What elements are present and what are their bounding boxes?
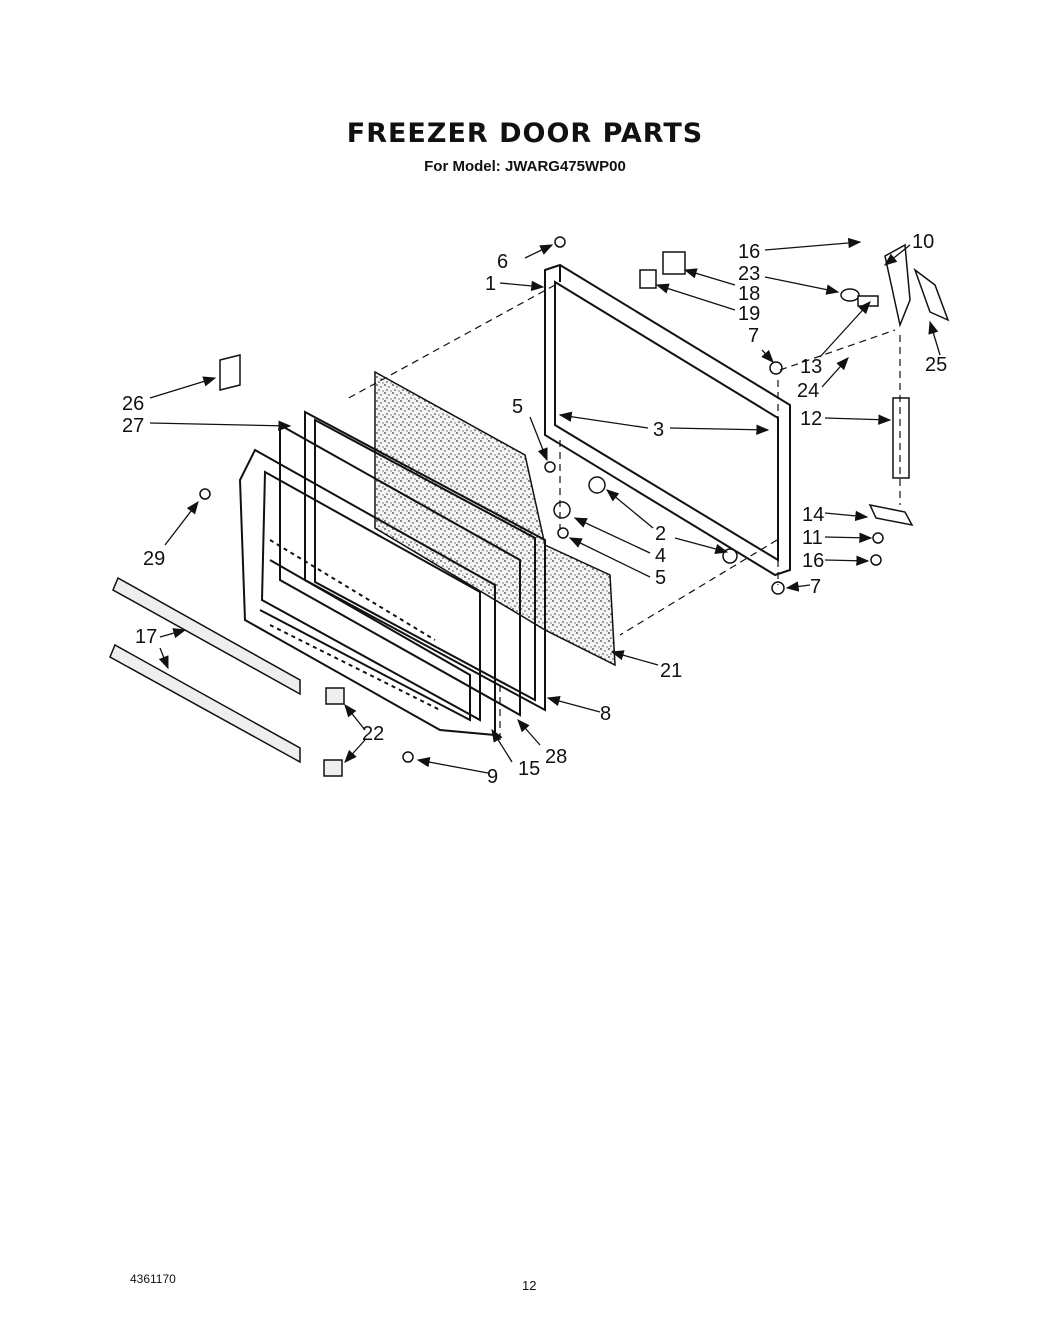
callout-7-bottom: 7 bbox=[810, 576, 821, 598]
model-subtitle: For Model: JWARG475WP00 bbox=[424, 158, 626, 175]
callout-17: 17 bbox=[135, 626, 157, 648]
callout-21: 21 bbox=[660, 660, 682, 682]
inner-door-liner bbox=[238, 448, 496, 737]
callout-28: 28 bbox=[545, 746, 567, 768]
callout-7-top: 7 bbox=[748, 325, 759, 347]
page-number: 12 bbox=[522, 1278, 537, 1293]
callout-19: 19 bbox=[738, 303, 760, 325]
callout-9: 9 bbox=[487, 766, 498, 788]
callout-26: 26 bbox=[122, 393, 144, 415]
small-parts bbox=[199, 236, 950, 763]
callout-18: 18 bbox=[738, 283, 760, 305]
document-number: 4361170 bbox=[130, 1272, 176, 1286]
callout-13: 13 bbox=[800, 356, 822, 378]
door-gaskets bbox=[279, 410, 546, 717]
callout-24: 24 bbox=[797, 380, 819, 402]
callout-8: 8 bbox=[600, 703, 611, 725]
callout-6: 6 bbox=[497, 251, 508, 273]
insulation-panel bbox=[374, 370, 616, 667]
callout-16-top: 16 bbox=[738, 241, 760, 263]
alignment-lines bbox=[344, 284, 901, 740]
callout-23: 23 bbox=[738, 263, 760, 285]
leader-lines bbox=[149, 237, 941, 774]
callout-numbers: 6 1 16 10 23 18 19 7 13 24 25 26 27 5 3 … bbox=[122, 231, 947, 788]
callout-1: 1 bbox=[485, 273, 496, 295]
callout-29: 29 bbox=[143, 548, 165, 570]
callout-5-bottom: 5 bbox=[655, 567, 666, 589]
callout-12: 12 bbox=[800, 408, 822, 430]
callout-10: 10 bbox=[912, 231, 934, 253]
callout-11: 11 bbox=[802, 527, 823, 549]
callout-5-top: 5 bbox=[512, 396, 523, 418]
callout-27: 27 bbox=[122, 415, 144, 437]
callout-25: 25 bbox=[925, 354, 947, 376]
shelf-bars bbox=[109, 576, 345, 777]
callout-22: 22 bbox=[362, 723, 384, 745]
callout-4: 4 bbox=[655, 545, 666, 567]
callout-16-bottom: 16 bbox=[802, 550, 824, 572]
page-title: FREEZER DOOR PARTS bbox=[346, 118, 704, 149]
callout-2: 2 bbox=[655, 523, 666, 545]
callout-3: 3 bbox=[653, 419, 664, 441]
callout-14: 14 bbox=[802, 504, 824, 526]
callout-15: 15 bbox=[518, 758, 540, 780]
